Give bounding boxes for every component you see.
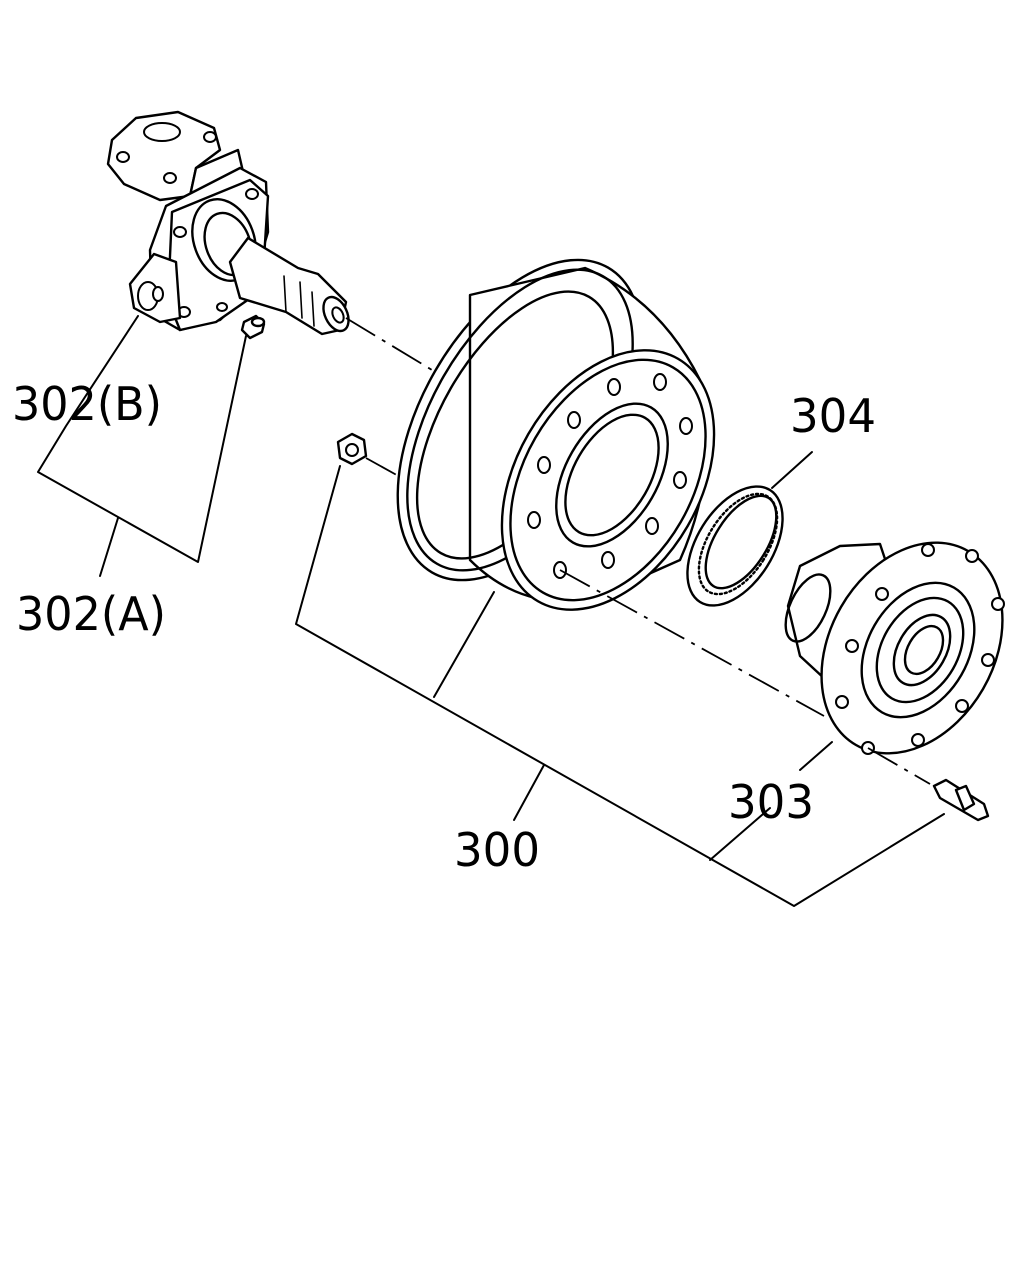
wheel-hub[interactable] [776,510,1024,786]
leader-lines [37,315,945,907]
callout-303: 303 [728,775,814,829]
callout-304: 304 [790,389,876,443]
callout-300: 300 [454,823,540,877]
callout-302a: 302(A) [16,587,166,641]
brake-drum[interactable] [347,219,758,648]
abs-ring[interactable] [668,470,802,622]
wheel-stud[interactable] [932,778,990,822]
king-pin[interactable] [240,314,266,340]
steering-knuckle[interactable] [106,110,354,336]
center-lines [345,317,931,785]
callout-302b: 302(B) [12,377,162,431]
hub-nut[interactable] [336,432,368,466]
